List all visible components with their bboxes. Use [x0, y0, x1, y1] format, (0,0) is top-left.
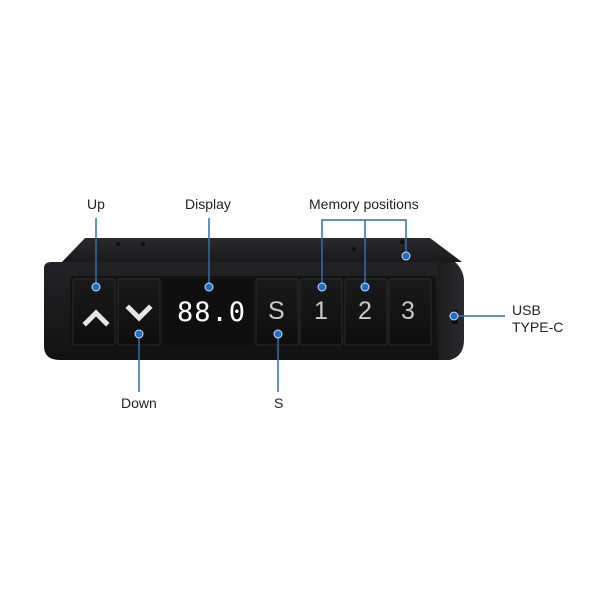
- callout-dot-memory-2: [360, 282, 370, 292]
- device-top-surface: [62, 238, 462, 262]
- callout-label-s: S: [274, 395, 284, 411]
- callout-label-memory-positions: Memory positions: [309, 196, 419, 212]
- device-right-side: [438, 262, 464, 360]
- memory-2-label: 2: [358, 297, 372, 325]
- memory-3-label: 3: [401, 297, 415, 325]
- callout-lines: [95, 218, 505, 392]
- screw: [352, 247, 356, 251]
- screw: [400, 240, 404, 244]
- callout-dots: [91, 251, 459, 339]
- callout-label-up: Up: [87, 196, 105, 212]
- display-readout: 88.0: [177, 297, 247, 328]
- callout-label-usb: USB: [512, 302, 541, 318]
- display-window: [163, 279, 253, 345]
- screw: [116, 242, 120, 246]
- memory-3-button[interactable]: [388, 278, 432, 346]
- s-button[interactable]: [255, 278, 299, 346]
- chevron-up-icon: [82, 309, 110, 327]
- callout-dot-memory-1: [317, 282, 327, 292]
- s-button-label: S: [268, 297, 285, 325]
- screw: [141, 242, 145, 246]
- callout-line-memory: [321, 219, 407, 286]
- memory-2-button[interactable]: [344, 278, 388, 346]
- callout-dot-memory-3: [401, 251, 411, 261]
- callout-label-type-c: TYPE-C: [512, 319, 564, 335]
- callout-dot-down: [134, 329, 144, 339]
- callout-dot-up: [91, 282, 101, 292]
- callout-label-display: Display: [185, 196, 231, 212]
- callout-dot-s: [273, 329, 283, 339]
- callout-label-down: Down: [121, 395, 157, 411]
- chevron-down-icon: [125, 304, 153, 322]
- callout-dot-usb: [449, 311, 459, 321]
- memory-1-label: 1: [314, 297, 328, 325]
- callout-dot-display: [204, 282, 214, 292]
- memory-1-button[interactable]: [299, 278, 343, 346]
